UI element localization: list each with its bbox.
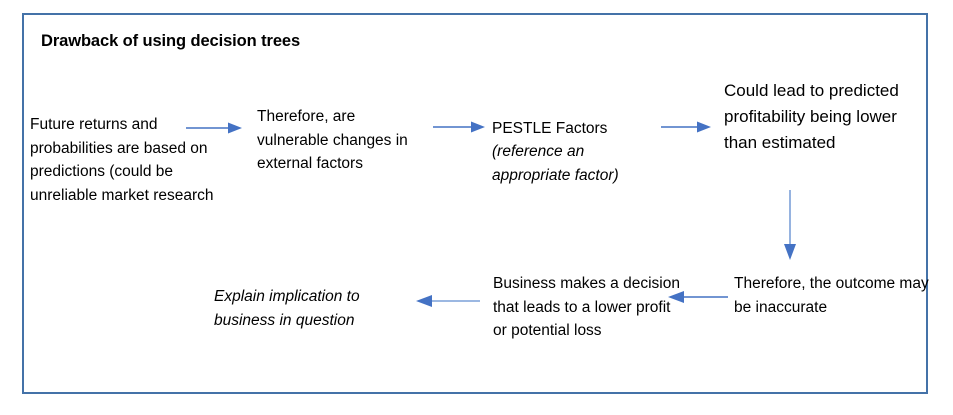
flow-node-lower-profitability: Could lead to predicted profitability be…	[724, 81, 899, 152]
flow-node-vulnerable-changes: Therefore, are vulnerable changes in ext…	[257, 108, 408, 172]
flow-node-pestle-heading: PESTLE Factors	[492, 119, 608, 137]
flow-node-explain-implication: Explain implication to business in quest…	[214, 288, 360, 329]
arrow-right-1	[186, 119, 244, 142]
arrow-left-1	[666, 288, 728, 311]
diagram-frame	[22, 13, 928, 394]
arrow-down-1	[780, 190, 800, 267]
page-title: Drawback of using decision trees	[41, 32, 301, 50]
flow-node-pestle-note: (reference an appropriate factor)	[492, 143, 619, 184]
flow-node-pestle-factors: PESTLE Factors (reference an appropriate…	[492, 93, 657, 211]
arrow-left-2	[414, 292, 480, 315]
arrow-right-3	[661, 118, 713, 141]
flow-node-future-returns: Future returns and probabilities are bas…	[30, 116, 214, 204]
flow-node-business-decision: Business makes a decision that leads to …	[493, 275, 680, 339]
flow-node-outcome-inaccurate: Therefore, the outcome may be inaccurate	[734, 275, 929, 316]
arrow-right-2	[433, 118, 487, 141]
